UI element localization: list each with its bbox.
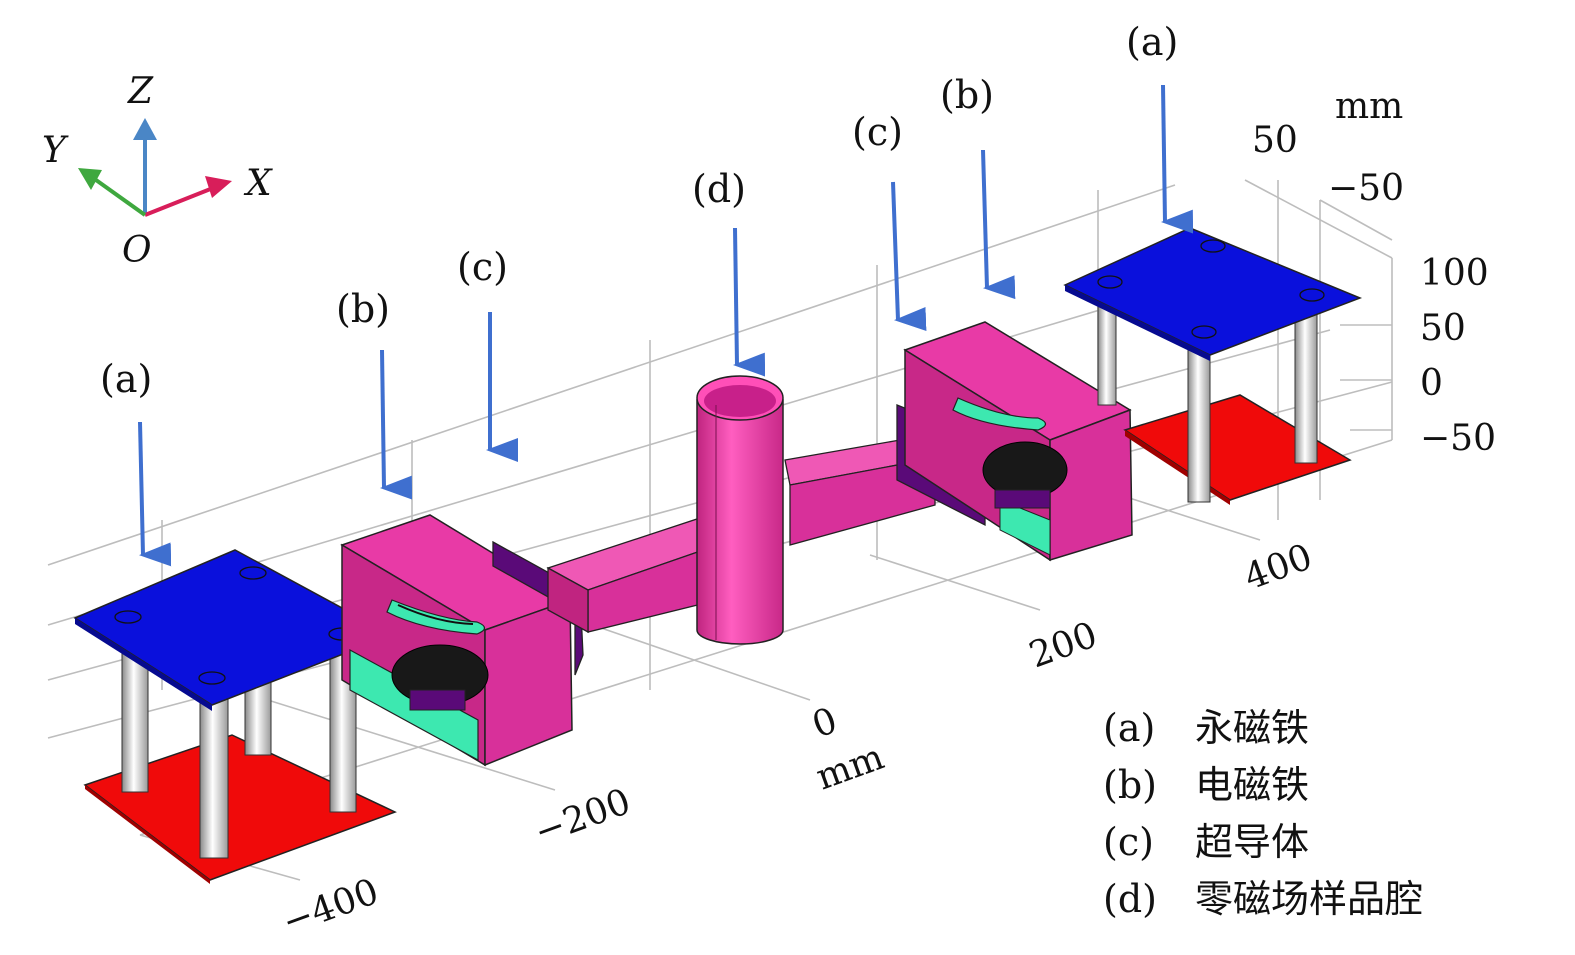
legend-row-d: (d) 零磁场样品腔 (1103, 871, 1523, 928)
x-tick-neg400: −400 (277, 871, 384, 943)
y-tick-neg50: −50 (1328, 168, 1404, 209)
callout-c-left: (c) (457, 245, 508, 289)
triad-x-label: X (243, 163, 273, 204)
legend-key-a: (a) (1103, 706, 1156, 750)
legend-key-d: (d) (1103, 877, 1157, 921)
legend-text-a: 永磁铁 (1195, 706, 1310, 750)
callout-c-right: (c) (852, 110, 903, 154)
legend-row-b: (b) 电磁铁 (1103, 757, 1523, 814)
arrow-b-left (380, 349, 413, 500)
arrow-d (733, 227, 766, 377)
electromagnet-left (340, 514, 573, 767)
triad-origin-label: O (122, 230, 152, 271)
legend-key-c: (c) (1103, 820, 1154, 864)
callout-b-left: (b) (336, 287, 390, 331)
y-tick-50: 50 (1252, 120, 1298, 161)
electromagnet-right (903, 321, 1133, 562)
arrow-a-right (1161, 84, 1194, 234)
zero-field-sample-chamber (696, 375, 784, 645)
z-tick-0: 0 (1420, 363, 1443, 404)
callout-a-right: (a) (1126, 20, 1178, 64)
x-tick-400: 400 (1239, 536, 1318, 598)
permanent-magnet-right (1063, 227, 1363, 505)
x-tick-0: 0 (807, 700, 843, 746)
unit-label-bottom: mm (811, 737, 889, 799)
unit-label-top: mm (1335, 86, 1403, 127)
arrow-a-left (138, 421, 172, 567)
legend-row-a: (a) 永磁铁 (1103, 700, 1523, 757)
legend: (a) 永磁铁 (b) 电磁铁 (c) 超导体 (d) 零磁场样品腔 (1103, 700, 1523, 928)
callout-arrows (138, 84, 1194, 567)
permanent-magnet-left (73, 549, 397, 884)
arrow-c-right (891, 181, 927, 331)
z-tick-50: 50 (1420, 308, 1466, 349)
legend-row-c: (c) 超导体 (1103, 814, 1523, 871)
callout-a-left: (a) (100, 357, 152, 401)
axis-triad: Z X Y O (42, 71, 273, 271)
x-tick-200: 200 (1024, 614, 1103, 676)
callout-b-right: (b) (940, 73, 994, 117)
legend-text-b: 电磁铁 (1195, 763, 1310, 807)
legend-text-c: 超导体 (1195, 820, 1310, 864)
legend-text-d: 零磁场样品腔 (1195, 877, 1424, 921)
arrow-b-right (981, 149, 1016, 300)
triad-z-label: Z (127, 71, 154, 112)
triad-y-label: Y (42, 130, 69, 171)
z-tick-neg50: −50 (1420, 418, 1496, 459)
legend-key-b: (b) (1103, 763, 1157, 807)
callout-d: (d) (692, 167, 746, 211)
x-tick-neg200: −200 (529, 781, 636, 853)
z-tick-100: 100 (1420, 253, 1489, 294)
